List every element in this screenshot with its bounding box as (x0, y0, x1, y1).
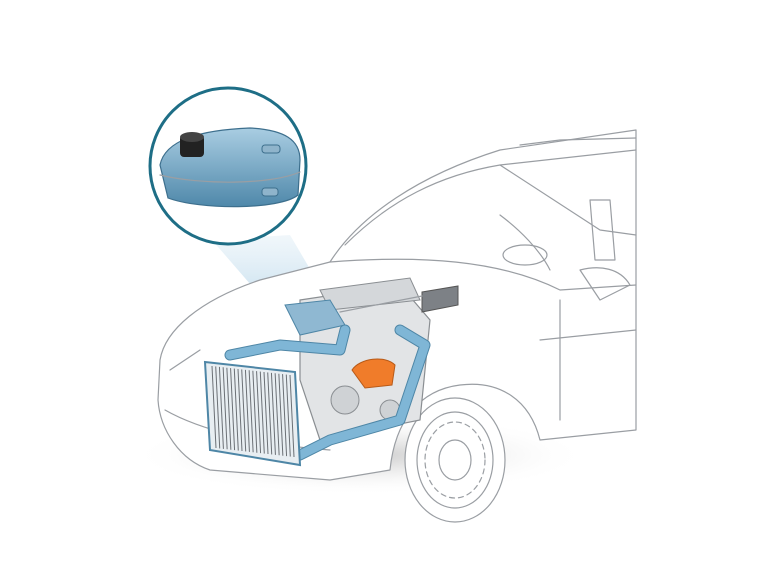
radiator-fin (282, 374, 288, 457)
radiator-fin (259, 371, 265, 454)
radiator-fin (274, 373, 280, 456)
radiator-fin (285, 374, 291, 457)
radiator (203, 360, 302, 467)
radiator-fin (252, 370, 258, 453)
radiator-fin (278, 373, 284, 456)
radiator-fin (211, 365, 217, 449)
radiator-fin (230, 368, 236, 451)
tank-outlet-pipe (261, 187, 279, 197)
radiator-fin (289, 374, 295, 458)
orange-highlighted-part (351, 358, 396, 389)
radiator-fin (237, 368, 243, 452)
front-wheel (404, 397, 506, 523)
radiator-fin (248, 370, 254, 453)
radiator-fin (215, 366, 221, 449)
radiator-fin (222, 367, 228, 450)
coolant-hoses (224, 324, 431, 461)
radiator-fin (233, 368, 239, 451)
radiator-fin (244, 369, 250, 452)
radiator-fin (263, 371, 269, 455)
heater-core (339, 285, 459, 313)
radiator-fin (226, 367, 232, 450)
radiator-fin (270, 372, 276, 455)
radiator-fin (241, 369, 247, 452)
radiator-fin (256, 371, 262, 454)
coolant-tank-callout (148, 86, 308, 246)
radiator-fin (218, 366, 224, 449)
radiator-fin (267, 372, 273, 455)
